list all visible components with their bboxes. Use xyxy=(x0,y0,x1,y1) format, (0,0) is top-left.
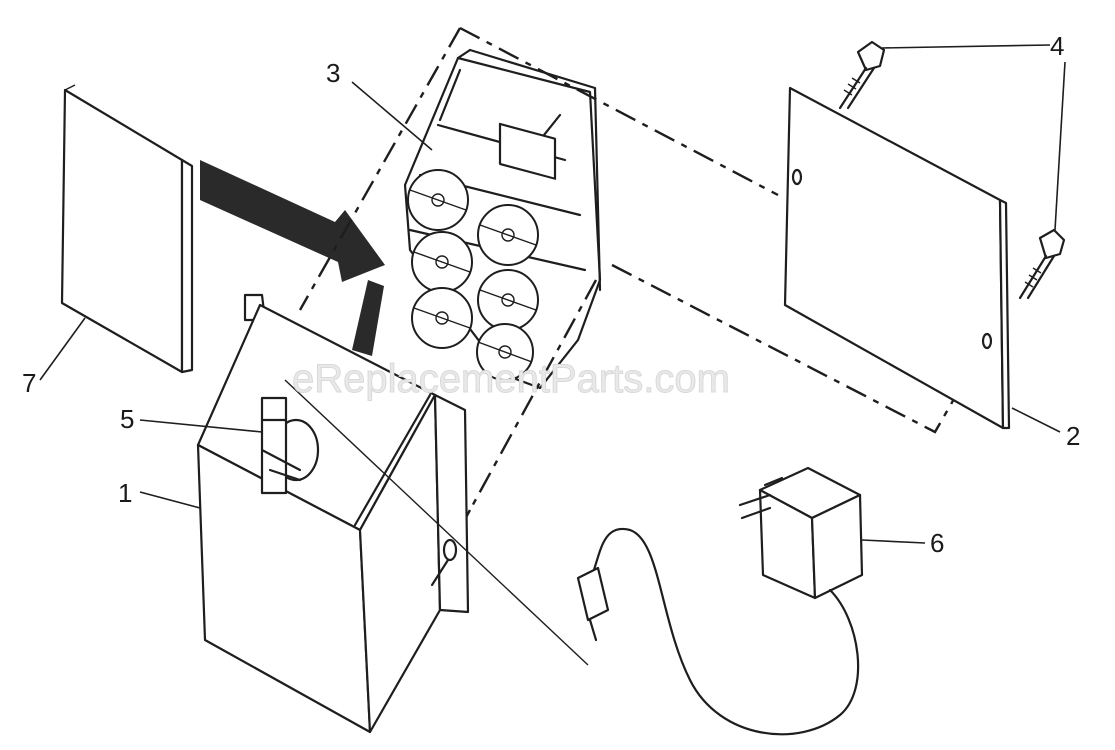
part-7-filter-panel xyxy=(60,84,194,374)
part-5-switch xyxy=(260,396,320,495)
screw-lower xyxy=(1018,228,1066,300)
part-1-housing xyxy=(196,293,470,734)
wire-line xyxy=(284,379,589,666)
callout-5: 5 xyxy=(120,404,134,434)
screw-upper xyxy=(838,40,886,110)
callout-1: 1 xyxy=(118,478,132,508)
watermark: eReplacementParts.com xyxy=(292,357,730,401)
airflow-arrow xyxy=(200,160,385,356)
fan-wheels xyxy=(407,169,539,381)
callout-7: 7 xyxy=(22,368,36,398)
callout-2: 2 xyxy=(1066,421,1080,451)
part-4-screws xyxy=(838,40,1066,300)
callout-6: 6 xyxy=(930,528,944,558)
callout-3: 3 xyxy=(326,58,340,88)
part-3-fan-cartridge xyxy=(403,48,602,390)
part-6-power-adapter xyxy=(576,466,864,736)
callout-4: 4 xyxy=(1050,31,1064,61)
leader-lines xyxy=(39,44,1066,544)
part-2-back-panel xyxy=(783,86,1011,430)
